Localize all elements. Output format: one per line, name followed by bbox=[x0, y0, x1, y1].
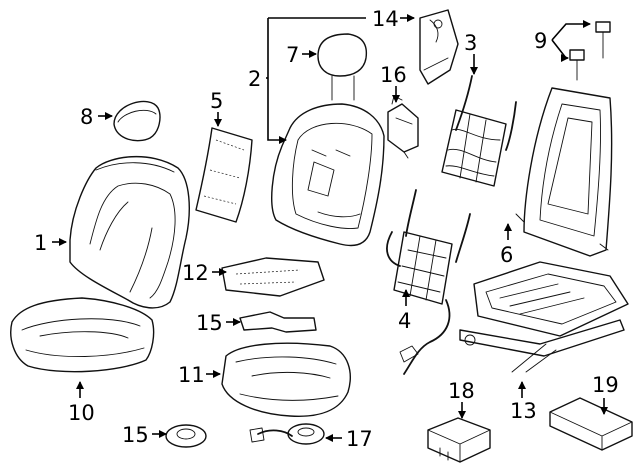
callout-15-heater: 15 bbox=[196, 311, 223, 335]
headrest-part bbox=[317, 33, 368, 101]
headrest-cover-part bbox=[113, 100, 161, 142]
callout-18: 18 bbox=[448, 379, 475, 403]
callout-10: 10 bbox=[68, 401, 95, 425]
leader-lines bbox=[52, 14, 608, 442]
seatback-assembly-part bbox=[271, 103, 385, 247]
callout-11: 11 bbox=[178, 363, 205, 387]
callout-13: 13 bbox=[510, 399, 537, 423]
callout-16: 16 bbox=[380, 63, 407, 87]
speaker-part bbox=[165, 424, 207, 448]
seat-module-part bbox=[549, 397, 633, 451]
lumbar-support-part bbox=[441, 75, 517, 187]
bracket-part bbox=[419, 9, 459, 85]
callout-12: 12 bbox=[182, 261, 209, 285]
lumbar-motor-part bbox=[387, 95, 419, 159]
heater-mat-part bbox=[239, 311, 317, 333]
callout-labels: 1 2 3 4 5 6 7 8 9 10 11 12 13 14 15 15 1… bbox=[34, 7, 619, 451]
callout-19: 19 bbox=[592, 373, 619, 397]
callout-4: 4 bbox=[398, 309, 411, 333]
cushion-pad-part bbox=[221, 257, 325, 297]
callout-3: 3 bbox=[464, 31, 477, 55]
seatback-cover-part bbox=[69, 156, 190, 309]
back-pad-part bbox=[195, 127, 253, 223]
callout-14: 14 bbox=[372, 7, 399, 31]
callout-1: 1 bbox=[34, 231, 47, 255]
callout-8: 8 bbox=[80, 105, 93, 129]
callout-5: 5 bbox=[210, 89, 223, 113]
bolt-part bbox=[569, 21, 611, 81]
callout-17: 17 bbox=[346, 427, 373, 451]
seatback-frame-part bbox=[515, 87, 613, 257]
wiring-harness-part bbox=[249, 423, 325, 445]
lumbar-assembly-part bbox=[386, 189, 471, 375]
callout-15-speaker: 15 bbox=[122, 423, 149, 447]
seat-track-part bbox=[459, 261, 629, 373]
control-module-part bbox=[427, 417, 491, 463]
callout-6: 6 bbox=[500, 243, 513, 267]
callout-7: 7 bbox=[286, 43, 299, 67]
cushion-foam-part bbox=[221, 342, 351, 417]
cushion-cover-part bbox=[10, 297, 155, 373]
callout-9: 9 bbox=[534, 29, 547, 53]
callout-2: 2 bbox=[248, 67, 261, 91]
